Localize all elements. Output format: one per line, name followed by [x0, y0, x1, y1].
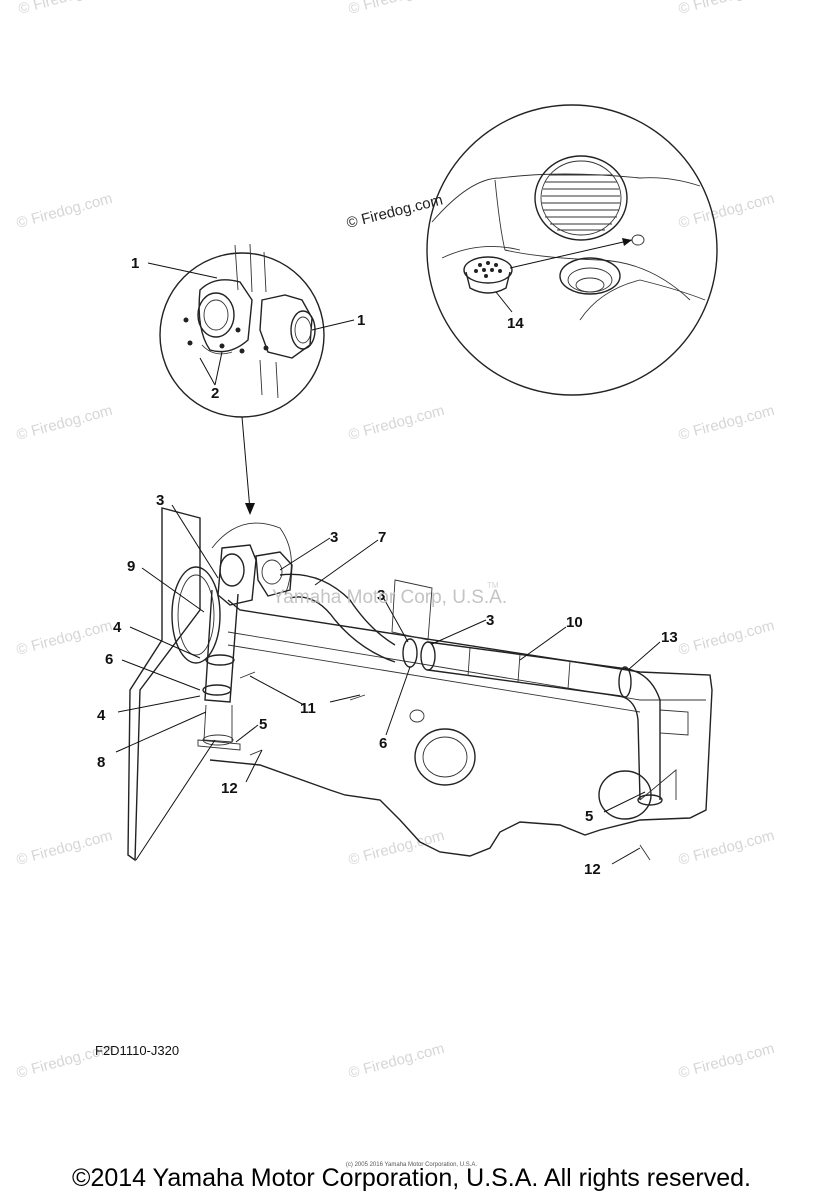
callout-13: 13 [661, 629, 678, 646]
watermark: © Firedog.com [677, 190, 777, 232]
gasket-ring [171, 566, 221, 664]
callout-6: 6 [379, 735, 387, 752]
watermark: © Firedog.com [677, 1040, 777, 1082]
round-vent-grille [534, 155, 628, 241]
trademark-mark: TM [487, 581, 499, 590]
hull-opening [414, 728, 476, 786]
watermark: © Firedog.com [677, 402, 777, 444]
callout-10: 10 [566, 614, 583, 631]
callout-5: 5 [259, 716, 267, 733]
callout-12: 12 [584, 861, 601, 878]
callout-11: 11 [300, 700, 316, 717]
callout-3: 3 [330, 529, 338, 546]
callout-4: 4 [113, 619, 122, 636]
callout-9: 9 [127, 558, 135, 575]
duct-adapter-inset [147, 243, 355, 418]
watermark: © Firedog.com [347, 0, 447, 18]
watermark: © Firedog.com [677, 0, 777, 18]
callout-12: 12 [221, 780, 238, 797]
vent-plug-part-14 [463, 238, 633, 313]
diagram-part-code: F2D1110-J320 [95, 1043, 180, 1058]
callout-7: 7 [378, 529, 386, 546]
part-callouts: 1 1 2 14 3 3 7 9 3 3 10 13 4 6 11 4 5 6 … [97, 255, 678, 878]
straight-adapter-right [259, 294, 316, 359]
main-assembly [127, 507, 713, 862]
small-credit-line: (c) 2005 2016 Yamaha Motor Corporation, … [345, 1162, 478, 1168]
hose-7 [279, 573, 396, 663]
callout-6: 6 [105, 651, 113, 668]
vertical-duct [202, 589, 239, 746]
watermark: © Firedog.com [17, 0, 117, 18]
callout-14: 14 [507, 315, 524, 332]
callout-1: 1 [131, 255, 139, 272]
hose-10 [427, 641, 663, 806]
hull-body [209, 599, 713, 857]
watermark: © Firedog.com [347, 402, 447, 444]
callout-4: 4 [97, 707, 106, 724]
vent-detail-inset: © Firedog.com [345, 104, 718, 396]
callout-3: 3 [377, 587, 385, 604]
watermark: © Firedog.com [15, 617, 115, 659]
callout-3: 3 [156, 492, 164, 509]
drain-cup [559, 257, 621, 295]
callout-1: 1 [357, 312, 365, 329]
watermark: © Firedog.com [677, 827, 777, 869]
detail-pointer [241, 416, 251, 511]
center-watermark: Yamaha Motor Corp, U.S.A. [272, 587, 507, 608]
elbow-adapter-left [197, 279, 253, 355]
watermark-grid: © Firedog.com © Firedog.com © Firedog.co… [15, 0, 777, 1082]
callout-3: 3 [486, 612, 494, 629]
watermark: © Firedog.com [15, 827, 115, 869]
side-panel [127, 507, 201, 862]
leader-lines [115, 504, 661, 865]
callout-2: 2 [211, 385, 219, 402]
watermark: © Firedog.com [677, 617, 777, 659]
watermark: © Firedog.com [347, 1040, 447, 1082]
watermark: © Firedog.com [15, 402, 115, 444]
callout-5: 5 [585, 808, 593, 825]
callout-8: 8 [97, 754, 105, 771]
watermark: © Firedog.com [15, 190, 115, 232]
copyright-notice: ©2014 Yamaha Motor Corporation, U.S.A. A… [72, 1164, 751, 1192]
